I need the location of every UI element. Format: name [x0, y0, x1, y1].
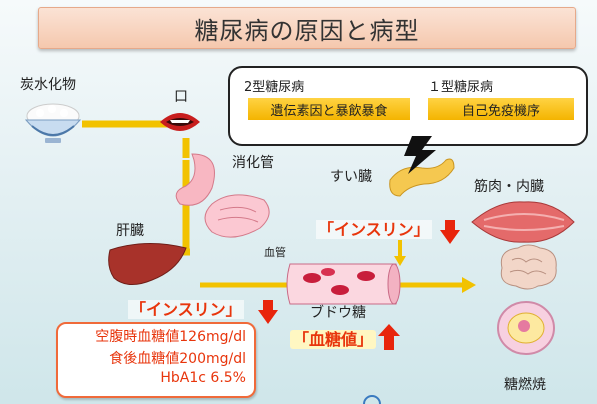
- insulin-label-liver-text: 「インスリン」: [128, 300, 244, 319]
- diabetes-types-panel: 2型糖尿病 遺伝素因と暴飲暴食 １型糖尿病 自己免疫機序: [228, 66, 588, 146]
- label-carbs: 炭水化物: [20, 77, 76, 93]
- page-title-text: 糖尿病の原因と病型: [194, 16, 420, 45]
- flow-insulin-arrowhead: [394, 256, 406, 266]
- pancreas-icon: [389, 136, 455, 197]
- label-glucose: ブドウ糖: [310, 305, 366, 321]
- label-pancreas: すい臓: [330, 169, 372, 185]
- type2-name: 2型糖尿病: [244, 80, 305, 95]
- label-liver: 肝臓: [116, 223, 144, 239]
- criteria-postprandial: 食後血糖値200mg/dl: [109, 351, 246, 367]
- insulin-label-pancreas-text: 「インスリン」: [316, 220, 432, 239]
- diagnostic-criteria-box: 空腹時血糖値126mg/dl 食後血糖値200mg/dl HbA1c 6.5%: [56, 322, 256, 398]
- label-mouth: 口: [174, 89, 188, 105]
- digestive-tract-icon: [175, 153, 270, 238]
- label-vessel: 血管: [264, 246, 286, 259]
- lightning-icon: [404, 136, 436, 174]
- insulin-label-liver: 「インスリン」: [128, 296, 244, 320]
- type1-cause-text: 自己免疫機序: [461, 103, 540, 119]
- flow-to-muscle-arrowhead: [462, 277, 476, 293]
- brain-icon: [500, 244, 557, 290]
- blood-vessel-icon: [286, 263, 401, 305]
- blood-sugar-label-text: 「血糖値」: [290, 330, 377, 349]
- liver-icon: [108, 242, 187, 285]
- insulin-label-pancreas: 「インスリン」: [316, 216, 432, 240]
- up-arrow-icon: [378, 324, 400, 350]
- muscle-icon: [471, 201, 575, 243]
- label-digestive: 消化管: [232, 155, 274, 171]
- down-arrow-icon: [258, 300, 278, 324]
- blood-sugar-label: 「血糖値」: [290, 326, 377, 350]
- type2-cause-text: 遺伝素因と暴飲暴食: [270, 103, 388, 119]
- criteria-fasting: 空腹時血糖値126mg/dl: [95, 329, 246, 345]
- rice-bowl-icon: [24, 103, 82, 143]
- page-title: 糖尿病の原因と病型: [38, 7, 576, 49]
- cell-icon: [497, 301, 555, 355]
- type2-cause: 遺伝素因と暴飲暴食: [248, 98, 410, 120]
- criteria-hba1c: HbA1c 6.5%: [160, 370, 246, 386]
- partial-circle-icon: [363, 395, 381, 404]
- type1-cause: 自己免疫機序: [428, 98, 574, 120]
- type1-name: １型糖尿病: [428, 80, 494, 95]
- mouth-icon: [160, 113, 200, 131]
- down-arrow-icon: [440, 220, 460, 244]
- label-burn: 糖燃焼: [504, 377, 546, 393]
- label-muscle: 筋肉・内臓: [474, 179, 544, 195]
